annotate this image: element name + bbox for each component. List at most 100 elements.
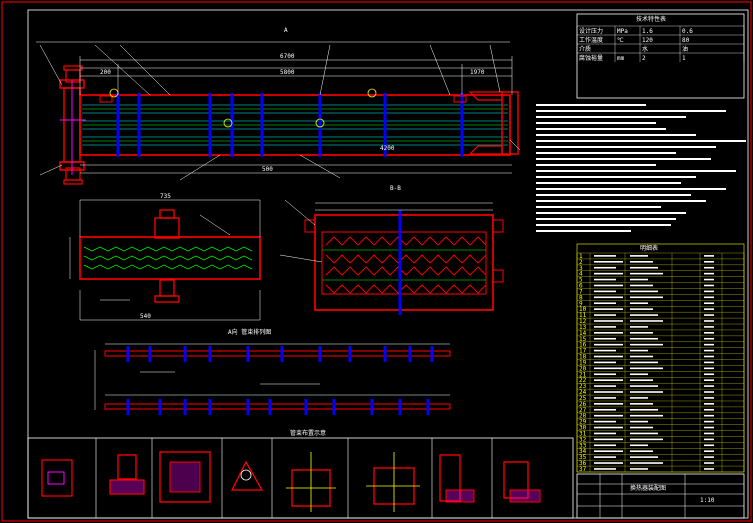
section-shell xyxy=(79,236,261,280)
parts-list-index: 31 xyxy=(579,430,587,437)
parts-list-text-mark xyxy=(704,391,714,393)
parts-list-index: 12 xyxy=(579,318,587,325)
parts-list-text-mark xyxy=(594,420,616,423)
parts-list-index: 9 xyxy=(579,300,583,307)
parts-list-text-mark xyxy=(704,278,714,281)
parts-list-text-mark xyxy=(704,337,714,340)
tech-table-cell: 水 xyxy=(642,45,648,53)
parts-list-index: 4 xyxy=(579,271,583,278)
tech-table-cell: 油 xyxy=(682,45,688,53)
parts-list-index: 1 xyxy=(579,253,583,260)
parts-list-text-mark xyxy=(704,444,714,447)
parts-list-text-mark xyxy=(704,255,714,257)
parts-list-text-mark xyxy=(594,320,623,322)
parts-list-text-mark xyxy=(594,426,623,429)
parts-list-text-mark xyxy=(704,296,714,299)
tech-table-cell: mm xyxy=(617,55,625,62)
parts-list-text-mark xyxy=(594,284,623,287)
parts-list-text-mark xyxy=(704,403,714,405)
row-note: A向 管束排列图 xyxy=(228,328,271,336)
parts-list-text-mark xyxy=(630,385,658,387)
parts-list-index: 24 xyxy=(579,389,587,396)
parts-list-text-mark xyxy=(630,414,663,417)
parts-list-text-mark xyxy=(704,260,714,263)
parts-list-text-mark xyxy=(704,408,714,411)
tech-table-cell: 1 xyxy=(682,55,686,62)
parts-list-index: 16 xyxy=(579,342,587,349)
section-bb-shell xyxy=(314,214,494,311)
parts-list-text-mark xyxy=(704,385,714,387)
parts-list-text-mark xyxy=(630,397,648,399)
parts-list-text-mark xyxy=(630,456,658,458)
tech-table-cell: 设计压力 xyxy=(579,27,603,35)
dim-width: 735 xyxy=(160,193,171,200)
baffles xyxy=(116,93,464,157)
parts-list-text-mark xyxy=(630,349,648,352)
parts-list-text-mark xyxy=(630,462,663,464)
parts-list-text-mark xyxy=(704,367,714,370)
parts-list-index: 14 xyxy=(579,330,587,337)
parts-list-text-mark xyxy=(630,468,648,470)
parts-list-text-mark xyxy=(630,266,658,269)
parts-list-index: 19 xyxy=(579,359,587,366)
parts-list-text-mark xyxy=(630,302,648,305)
parts-list-text-mark xyxy=(594,361,616,364)
parts-list-text-mark xyxy=(704,308,714,310)
parts-list-header: 明细表 xyxy=(640,244,658,252)
parts-list-index: 11 xyxy=(579,312,587,319)
parts-list-text-mark xyxy=(704,432,714,435)
parts-list-text-mark xyxy=(704,320,714,322)
parts-list-text-mark xyxy=(704,266,714,269)
parts-list-text-mark xyxy=(704,361,714,364)
parts-list-text-mark xyxy=(704,326,714,328)
tech-table-cell: 1.6 xyxy=(642,28,653,35)
parts-list-rows: 1234567891011121314151617181920212223242… xyxy=(576,252,745,473)
dim-left: 200 xyxy=(100,69,111,76)
parts-list-text-mark xyxy=(594,349,616,352)
main-view-label: A xyxy=(284,27,288,34)
dim-right: 1970 xyxy=(470,69,485,76)
parts-list-text-mark xyxy=(594,408,616,411)
parts-list-index: 33 xyxy=(579,442,587,449)
parts-list-index: 7 xyxy=(579,288,583,295)
parts-list-index: 18 xyxy=(579,354,587,361)
parts-list-text-mark xyxy=(594,260,623,263)
parts-list-index: 2 xyxy=(579,259,583,266)
parts-list-index: 13 xyxy=(579,324,587,331)
parts-list-text-mark xyxy=(630,444,648,447)
parts-list-text-mark xyxy=(594,343,623,346)
parts-list-text-mark xyxy=(630,408,658,411)
parts-list-index: 26 xyxy=(579,401,587,408)
dim-bottom: 540 xyxy=(140,313,151,320)
parts-list-text-mark xyxy=(630,367,663,370)
parts-list-index: 15 xyxy=(579,336,587,343)
main-view: A 6700 5800 200 1970 4200 500 xyxy=(36,27,521,185)
dim-mid: 5800 xyxy=(280,69,295,76)
parts-list-index: 23 xyxy=(579,383,587,390)
parts-list-text-mark xyxy=(594,450,623,452)
parts-list-text-mark xyxy=(704,302,714,305)
parts-list-text-mark xyxy=(630,308,653,310)
parts-list-text-mark xyxy=(630,450,653,452)
parts-list-text-mark xyxy=(630,320,663,322)
parts-list-text-mark xyxy=(594,290,616,293)
parts-list-text-mark xyxy=(704,414,714,417)
parts-list-text-mark xyxy=(704,438,714,441)
parts-list: 1234567891011121314151617181920212223242… xyxy=(576,243,745,473)
parts-list-text-mark xyxy=(630,426,653,429)
parts-list-text-mark xyxy=(704,355,714,358)
parts-list-text-mark xyxy=(630,420,648,423)
parts-list-text-mark xyxy=(594,278,616,281)
dim-total: 6700 xyxy=(280,53,295,60)
parts-list-text-mark xyxy=(704,462,714,464)
parts-list-text-mark xyxy=(630,296,663,299)
parts-list-text-mark xyxy=(704,426,714,429)
parts-list-text-mark xyxy=(630,337,658,340)
parts-list-index: 3 xyxy=(579,265,583,272)
tech-table-cell: MPa xyxy=(617,28,628,35)
title-block-scale: 1:10 xyxy=(700,497,715,504)
parts-list-text-mark xyxy=(594,367,623,370)
